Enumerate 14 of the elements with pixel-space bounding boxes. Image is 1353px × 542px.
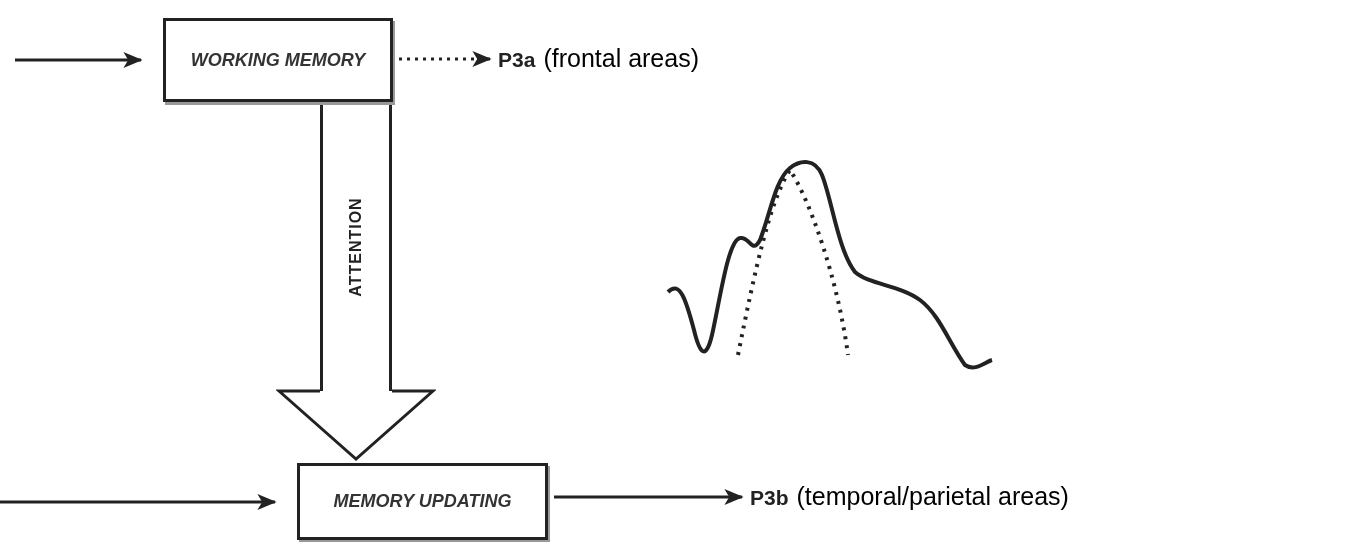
arrow [399, 51, 492, 67]
arrow [0, 494, 277, 510]
region-note: (temporal/parietal areas) [796, 482, 1069, 511]
component-label: P3b [750, 486, 789, 510]
arrow [554, 489, 744, 505]
block-arrow [277, 102, 435, 461]
arrow [15, 52, 143, 68]
process-box [297, 463, 548, 540]
process-box [163, 18, 393, 102]
box-label: WORKING MEMORY [190, 49, 366, 71]
component-label: P3a [498, 48, 536, 72]
region-note: (frontal areas) [543, 44, 699, 73]
edge-label: ATTENTION [347, 196, 365, 297]
box-label: MEMORY UPDATING [333, 491, 512, 512]
